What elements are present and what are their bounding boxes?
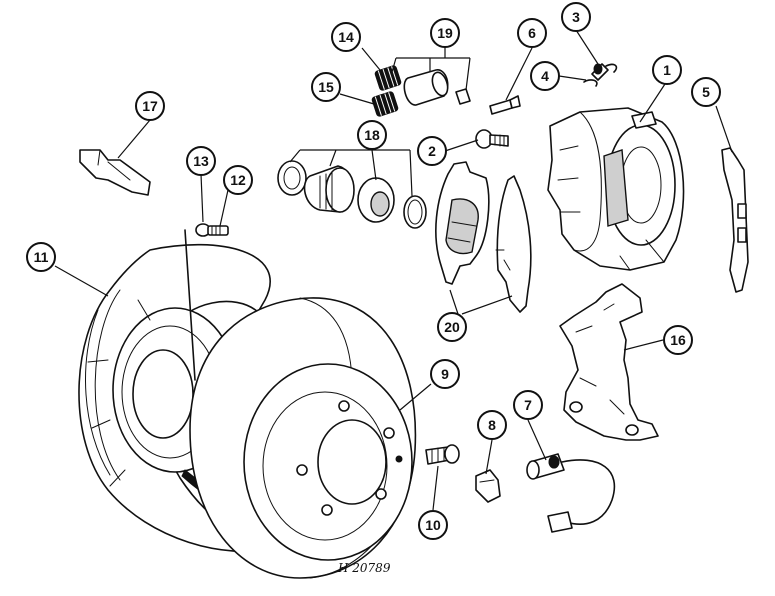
anti-rattle-clip xyxy=(79,149,151,196)
sensor-clip xyxy=(475,469,501,503)
svg-text:18: 18 xyxy=(364,127,380,143)
callout-14: 14 xyxy=(331,22,361,52)
callout-11: 11 xyxy=(26,242,56,272)
callout-8: 8 xyxy=(477,410,507,440)
svg-text:1: 1 xyxy=(663,62,671,78)
svg-text:3: 3 xyxy=(572,9,580,25)
brake-disc xyxy=(189,297,417,579)
svg-text:4: 4 xyxy=(541,68,549,84)
callout-1: 1 xyxy=(652,55,682,85)
callout-20: 20 xyxy=(437,312,467,342)
callout-13: 13 xyxy=(186,146,216,176)
caliper-carrier xyxy=(559,283,659,441)
svg-text:11: 11 xyxy=(34,249,49,265)
svg-text:8: 8 xyxy=(488,417,496,433)
callout-15: 15 xyxy=(311,72,341,102)
svg-text:19: 19 xyxy=(437,25,453,41)
callout-4: 4 xyxy=(530,61,560,91)
svg-text:2: 2 xyxy=(428,143,436,159)
callout-6: 6 xyxy=(517,18,547,48)
callout-3: 3 xyxy=(561,2,591,32)
svg-text:5: 5 xyxy=(702,84,710,100)
wear-sensor xyxy=(526,453,616,533)
svg-text:17: 17 xyxy=(142,98,158,114)
callout-12: 12 xyxy=(223,165,253,195)
callout-5: 5 xyxy=(691,77,721,107)
caliper-bolt xyxy=(475,129,509,149)
shield-screw xyxy=(195,223,229,237)
svg-text:9: 9 xyxy=(441,366,449,382)
guide-pin xyxy=(489,95,521,115)
callout-2: 2 xyxy=(417,136,447,166)
svg-text:16: 16 xyxy=(670,332,686,348)
svg-text:12: 12 xyxy=(230,172,246,188)
svg-text:7: 7 xyxy=(524,397,532,413)
svg-text:10: 10 xyxy=(425,517,441,533)
svg-text:13: 13 xyxy=(193,153,209,169)
svg-text:6: 6 xyxy=(528,25,536,41)
brake-caliper xyxy=(547,107,685,271)
drawing-reference-code: H 20789 xyxy=(337,561,391,575)
brake-pad-outer xyxy=(495,175,532,313)
caliper-spring xyxy=(721,147,749,293)
svg-text:20: 20 xyxy=(444,319,460,335)
disc-locating-screw xyxy=(425,444,460,465)
guide-bushes xyxy=(371,65,471,117)
callout-19: 19 xyxy=(430,18,460,48)
brake-pad-inner xyxy=(435,161,490,285)
svg-text:14: 14 xyxy=(338,29,354,45)
callout-17: 17 xyxy=(135,91,165,121)
callout-10: 10 xyxy=(418,510,448,540)
caliper-piston-kit xyxy=(277,160,427,229)
callout-18: 18 xyxy=(357,120,387,150)
callout-7: 7 xyxy=(513,390,543,420)
callout-16: 16 xyxy=(663,325,693,355)
bleed-valve xyxy=(583,63,618,87)
callout-9: 9 xyxy=(430,359,460,389)
svg-text:15: 15 xyxy=(318,79,334,95)
